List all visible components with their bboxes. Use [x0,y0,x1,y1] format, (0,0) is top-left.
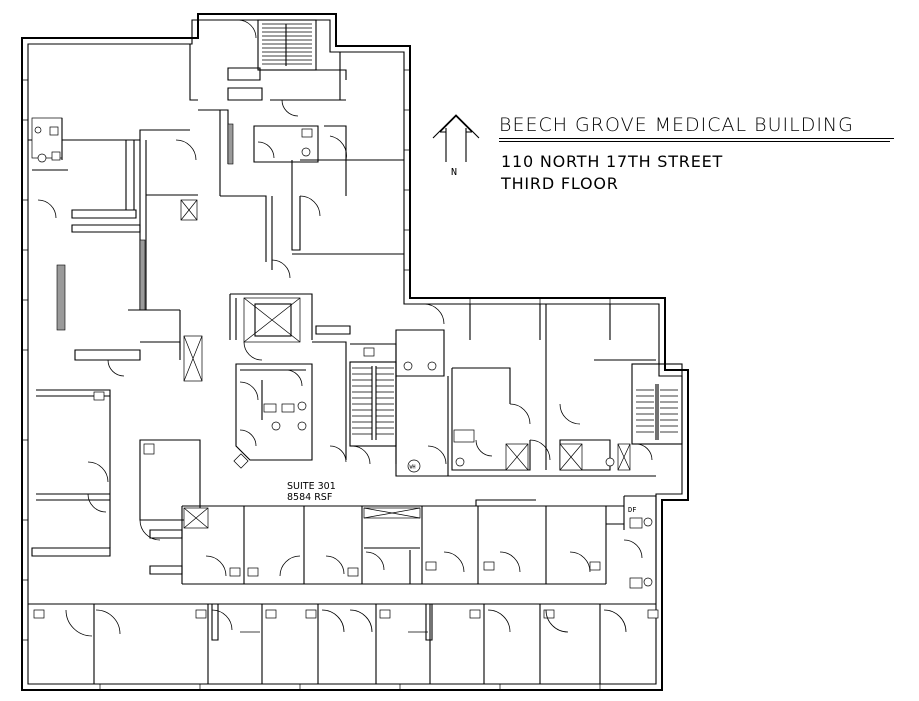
office-sink-icon-2 [195,609,207,619]
toilet-icon-8 [455,457,465,467]
desk-sink-icon-1 [229,567,241,577]
office-sink-icon-7 [543,609,555,619]
desk-sink-icon-4 [425,561,437,571]
toilet-icon-6 [297,421,307,431]
toilet-icon-3 [301,147,311,157]
toilet-icon-7 [403,361,413,371]
sink-icon [49,126,59,136]
title-block: BEECH GROVE MEDICAL BUILDING 110 NORTH 1… [499,114,894,195]
south-office-row-upper [181,499,624,585]
cabinet-box [453,429,475,443]
suite-area: 8584 RSF [287,492,333,503]
toilet-icon-11 [643,577,653,587]
north-central-rooms [198,19,404,279]
east-central-rooms: WH DF [349,303,683,589]
building-name: BEECH GROVE MEDICAL BUILDING [499,114,854,136]
sink-icon-4 [263,403,277,413]
drinking-fountain-icon [629,517,643,529]
suite-number: SUITE 301 [287,481,336,492]
northwest-rooms [28,44,203,382]
core-restroom-wall [235,363,313,461]
title-underline [499,138,894,139]
sink-icon-8 [629,577,643,589]
office-sink-icon-5 [379,609,391,619]
sink-icon-2 [51,151,61,161]
building-address: 110 NORTH 17TH STREET [501,152,724,171]
east-stair-2 [631,363,683,445]
sink-icon-5 [281,403,295,413]
sink-icon-10 [143,443,155,455]
office-sink-icon-4 [305,609,317,619]
suite-label: SUITE 301 8584 RSF [287,481,336,503]
office-sink-icon-6 [469,609,481,619]
sink-icon-6 [363,347,375,357]
desk-sink-icon-5 [483,561,495,571]
toilet-icon-10 [643,517,653,527]
desk-sink-icon-3 [347,567,359,577]
drinking-fountain-label: DF [628,506,636,514]
desk-sink-icon-2 [247,567,259,577]
west-wing [31,389,201,575]
toilet-icon-9 [605,457,615,467]
office-sink-icon-3 [265,609,277,619]
toilet-icon-5 [271,421,281,431]
south-office-row-lower [28,603,659,684]
center-core [229,293,351,469]
office-sink-icon-8 [647,609,659,619]
floor-label: THIRD FLOOR [501,174,619,193]
office-sink-icon-1 [33,609,45,619]
water-heater-label: WH [410,465,416,471]
toilet-icon-4 [297,401,307,411]
restroom-stall [31,117,63,159]
sink-icon-7 [427,361,437,371]
north-arrow-label: N [451,167,457,178]
toilet-icon-2 [37,153,47,163]
toilet-icon [34,126,42,134]
title-underline-2 [499,141,890,142]
desk-sink-icon-6 [589,561,601,571]
sink-icon-3 [301,128,313,138]
floor-drain-icon [233,453,249,469]
water-heater-icon [407,459,421,473]
north-stair [257,19,317,71]
north-arrow: N [432,114,480,178]
sink-icon-9 [93,391,105,401]
